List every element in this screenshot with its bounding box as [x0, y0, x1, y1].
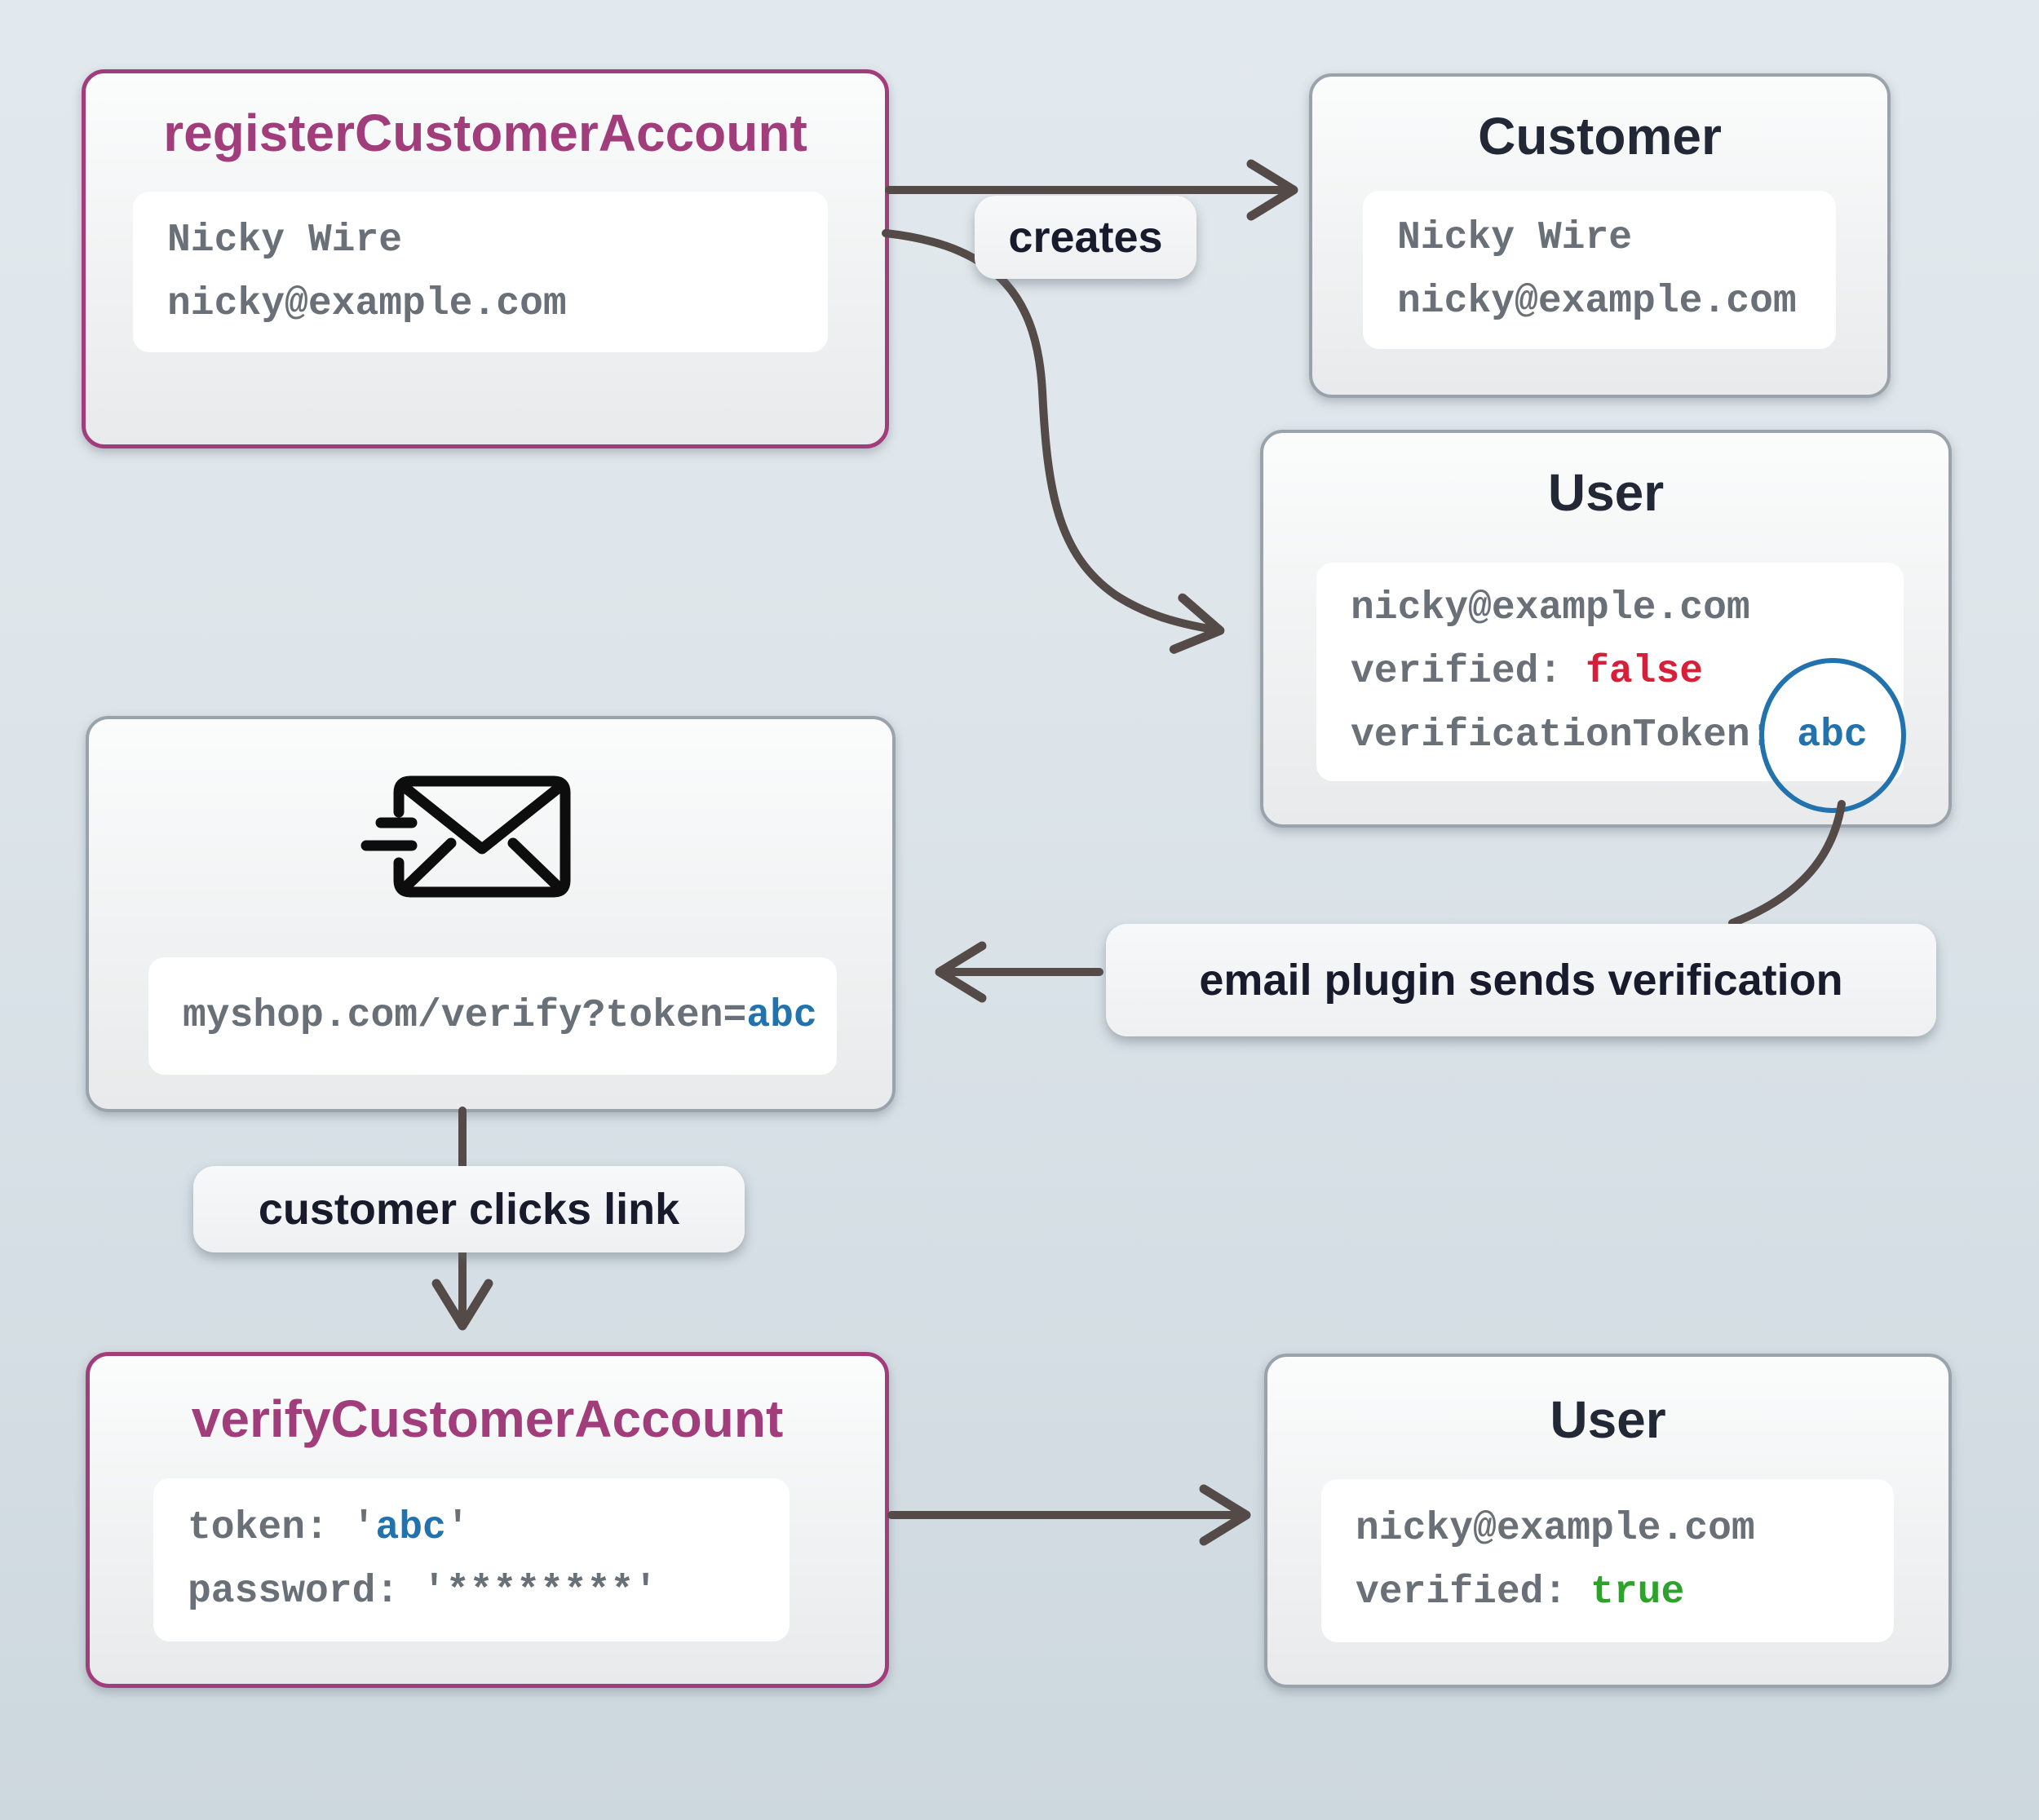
customer-email-value: nicky@example.com [1397, 280, 1797, 324]
verify-box-title: verifyCustomerAccount [191, 1389, 784, 1448]
user-unverified-verified-line: verified: false [1351, 640, 1904, 704]
verify-token-value: abc [375, 1506, 446, 1550]
user-unverified-email: nicky@example.com [1351, 586, 1750, 630]
verification-token-label: verificationToken: [1351, 713, 1798, 758]
user-unverified-payload: nicky@example.com verified: false verifi… [1316, 563, 1906, 813]
user-verified-payload: nicky@example.com verified: true [1321, 1479, 1894, 1642]
verified-label-after: verified: [1356, 1570, 1591, 1615]
verify-customer-account-box: verifyCustomerAccount token: 'abc' passw… [86, 1352, 889, 1688]
creates-label: creates [975, 196, 1196, 279]
register-email-value: nicky@example.com [167, 281, 567, 326]
email-plugin-label: email plugin sends verification [1106, 924, 1936, 1036]
register-box-payload: Nicky Wire nicky@example.com [133, 192, 828, 352]
verification-link-line: myshop.com/verify?token=abc [183, 984, 837, 1048]
customer-box-payload: Nicky Wire nicky@example.com [1363, 191, 1836, 349]
user-verified-box: User nicky@example.com verified: true [1264, 1354, 1952, 1688]
user-verified-email: nicky@example.com [1356, 1507, 1755, 1551]
verification-email-box: myshop.com/verify?token=abc [86, 716, 896, 1112]
mail-fast-icon [360, 775, 571, 898]
arrow-creates-user [882, 229, 1225, 654]
register-box-title: registerCustomerAccount [163, 104, 807, 162]
verified-value-true: true [1590, 1570, 1685, 1615]
user-unverified-token-line: verificationToken: abc [1351, 658, 1906, 813]
verified-label: verified: [1351, 650, 1586, 694]
verified-value-false: false [1586, 650, 1704, 694]
token-highlight-wrap: abc [1758, 658, 1906, 813]
verify-box-payload: token: 'abc' password: '********' [153, 1478, 790, 1641]
customer-entity-box: Customer Nicky Wire nicky@example.com [1309, 73, 1891, 398]
token-circle-annotation [1758, 658, 1906, 813]
register-name-value: Nicky Wire [167, 218, 403, 263]
verification-link-payload: myshop.com/verify?token=abc [148, 957, 837, 1075]
register-customer-account-box: registerCustomerAccount Nicky Wire nicky… [82, 69, 889, 448]
verify-token-quote: ' [445, 1506, 470, 1550]
user-unverified-box: User nicky@example.com verified: false v… [1260, 430, 1952, 828]
user-verified-verified-line: verified: true [1356, 1561, 1894, 1624]
customer-box-title: Customer [1478, 107, 1722, 166]
verification-url-token: abc [746, 994, 817, 1038]
user-verified-box-title: User [1550, 1390, 1666, 1449]
user-unverified-box-title: User [1547, 463, 1665, 522]
customer-name-value: Nicky Wire [1397, 216, 1633, 260]
verify-password-line: password: '********' [188, 1570, 658, 1614]
verification-url-prefix: myshop.com/verify?token= [183, 994, 747, 1038]
customer-clicks-link-label: customer clicks link [193, 1166, 745, 1252]
verify-token-line: token: 'abc' [188, 1496, 790, 1560]
verify-token-label: token: ' [188, 1506, 376, 1550]
